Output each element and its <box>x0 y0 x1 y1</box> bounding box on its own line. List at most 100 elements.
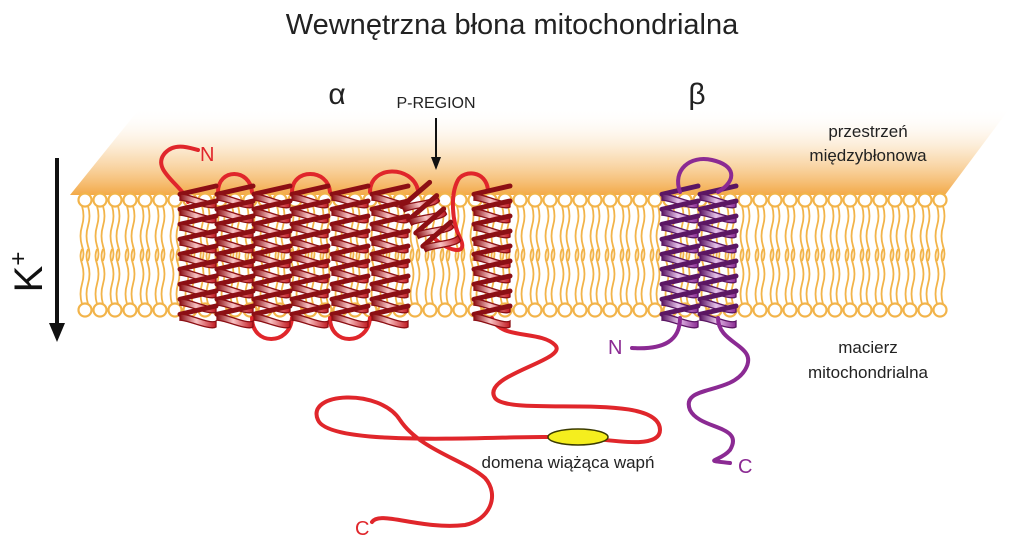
lipid-tail <box>544 248 550 305</box>
potassium-ion-label: K+ <box>5 252 51 293</box>
lipid-tail <box>460 205 466 262</box>
lipid-tail <box>94 205 100 262</box>
lipid-tail <box>604 248 610 305</box>
lipid-tail <box>109 205 115 262</box>
lipid-head-bottom <box>812 302 828 318</box>
lipid-tail <box>889 248 895 305</box>
lipid-tail <box>925 205 931 262</box>
alpha-helices <box>177 179 513 329</box>
lipid-head-bottom <box>797 302 813 318</box>
lipid-head-bottom <box>557 302 573 318</box>
lipid-head-bottom <box>122 302 138 318</box>
alpha-helix-5 <box>329 183 371 329</box>
p-region-label: P-REGION <box>396 95 475 112</box>
lipid-tail <box>805 205 811 262</box>
beta-helix-2 <box>697 183 739 329</box>
lipid-tail <box>409 248 415 305</box>
lipid-tail <box>130 205 136 262</box>
lipid-tail <box>805 248 811 305</box>
lipid-tail <box>769 205 775 262</box>
lipid-head-bottom <box>617 302 633 318</box>
lipid-head-top <box>452 192 468 208</box>
lipid-tail <box>790 248 796 305</box>
lipid-tail <box>850 205 856 262</box>
lipid-head-top <box>887 192 903 208</box>
lipid-tail <box>844 248 850 305</box>
lipid-tail <box>745 248 751 305</box>
lipid-tail <box>850 248 856 305</box>
lipid-bilayer <box>77 192 948 318</box>
lipid-tail <box>790 205 796 262</box>
lipid-head-top <box>857 192 873 208</box>
lipid-head-bottom <box>527 302 543 318</box>
lipid-tail <box>559 205 565 262</box>
lipid-tail <box>754 205 760 262</box>
lipid-tail <box>835 248 841 305</box>
lipid-tail <box>415 248 421 305</box>
lipid-tail <box>94 248 100 305</box>
lipid-tail <box>775 205 781 262</box>
lipid-tail <box>439 248 445 305</box>
lipid-tail <box>775 248 781 305</box>
lipid-head-top <box>572 192 588 208</box>
p-region-helix-coil <box>399 179 462 253</box>
lipid-tail <box>124 248 130 305</box>
lipid-tail <box>529 205 535 262</box>
lipid-tail <box>565 205 571 262</box>
lipid-tail <box>145 248 151 305</box>
lipid-head-bottom <box>767 302 783 318</box>
lipid-tail <box>649 248 655 305</box>
beta-helix-1 <box>659 183 701 329</box>
lipid-tail <box>904 205 910 262</box>
lipid-tail <box>139 205 145 262</box>
lipid-tail <box>880 205 886 262</box>
alpha-subunit-label: α <box>328 78 345 111</box>
lipid-tail <box>889 205 895 262</box>
lipid-tail <box>424 248 430 305</box>
lipid-tail <box>580 248 586 305</box>
lipid-head-top <box>842 192 858 208</box>
lipid-head-bottom <box>632 302 648 318</box>
alpha-helix-2 <box>214 183 256 329</box>
lipid-head-bottom <box>92 302 108 318</box>
lipid-tail <box>580 205 586 262</box>
intermembrane-label-line1: przestrzeń <box>828 122 907 141</box>
lipid-head-bottom <box>587 302 603 318</box>
lipid-tail <box>940 248 946 305</box>
lipid-head-bottom <box>917 302 933 318</box>
lipid-tail <box>124 205 130 262</box>
lipid-head-bottom <box>647 302 663 318</box>
lipid-tail <box>859 248 865 305</box>
lipid-tail <box>565 248 571 305</box>
lipid-tail <box>649 205 655 262</box>
lipid-tail <box>874 205 880 262</box>
alpha-c-tail-2 <box>314 395 550 528</box>
lipid-tail <box>85 248 91 305</box>
lipid-head-top <box>587 192 603 208</box>
lipid-tail <box>544 205 550 262</box>
lipid-head-bottom <box>107 302 123 318</box>
lipid-head-top <box>617 192 633 208</box>
lipid-head-top <box>122 192 138 208</box>
p-region-helix <box>399 179 462 253</box>
lipid-tail <box>619 248 625 305</box>
beta-c-tail <box>686 316 750 465</box>
lipid-head-bottom <box>452 302 468 318</box>
lipid-tail <box>574 248 580 305</box>
lipid-tail <box>559 248 565 305</box>
lipid-tail <box>520 205 526 262</box>
alpha-top-loop-3 <box>368 169 420 194</box>
lipid-head-bottom <box>827 302 843 318</box>
alpha-p-region-loop <box>430 171 490 252</box>
lipid-tail <box>739 205 745 262</box>
beta-subunit-label: β <box>688 78 705 111</box>
lipid-tail <box>460 248 466 305</box>
lipid-tail <box>919 248 925 305</box>
lipid-head-bottom <box>542 302 558 318</box>
lipid-tail <box>895 248 901 305</box>
lipid-head-top <box>602 192 618 208</box>
matrix-label-line1: macierz <box>838 338 898 357</box>
alpha-subunit <box>159 144 663 528</box>
lipid-head-top <box>632 192 648 208</box>
lipid-tail <box>115 248 121 305</box>
